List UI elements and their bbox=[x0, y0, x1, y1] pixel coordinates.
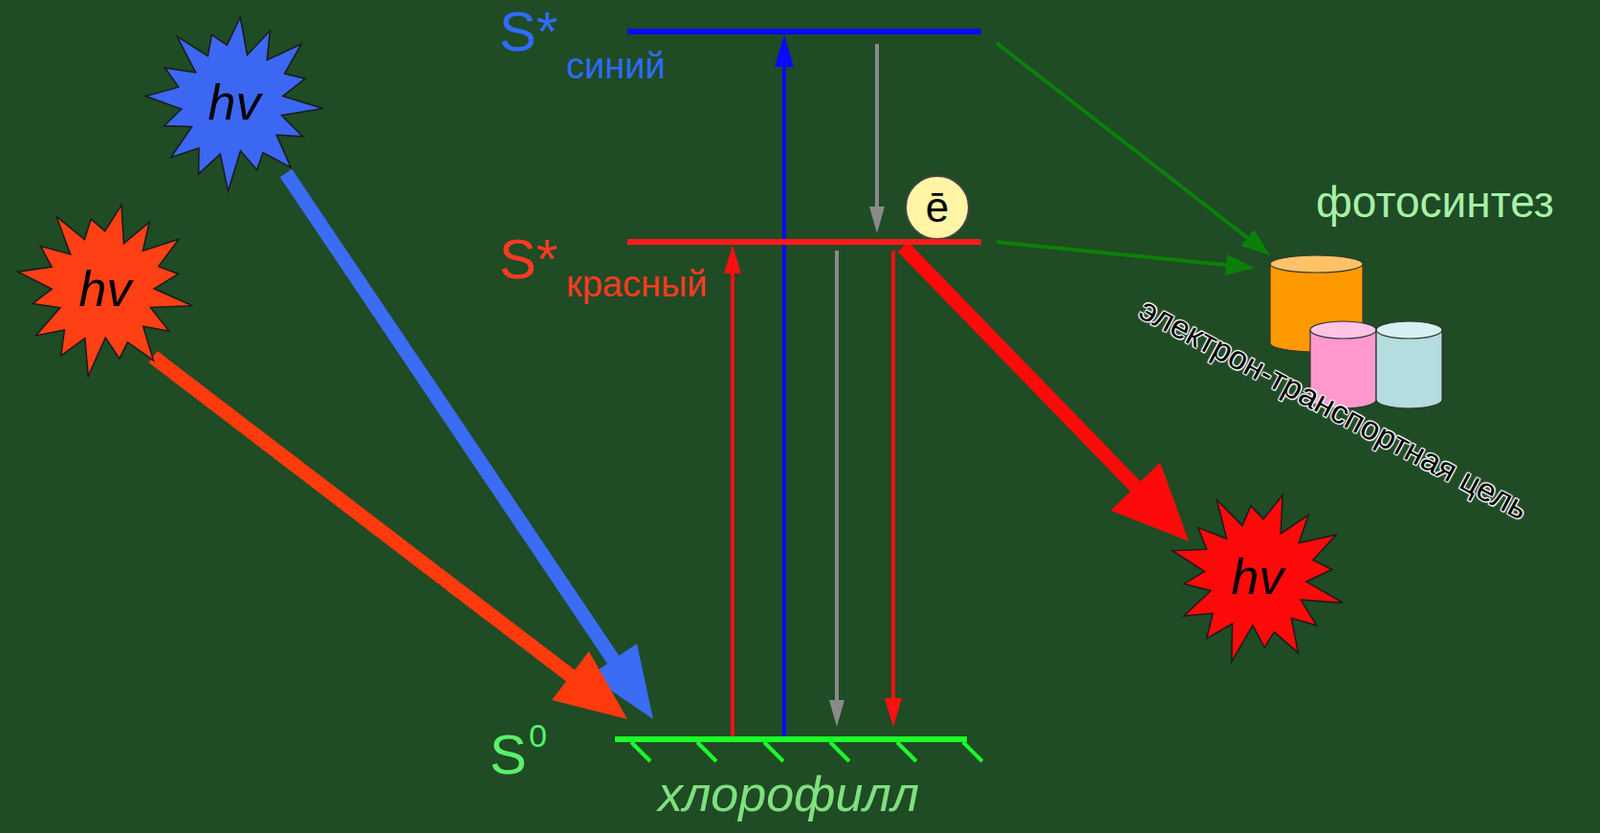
level-symbol: S* bbox=[499, 231, 558, 287]
electron-transport-chain: фотосинтезэлектрон-транспортная цель bbox=[1052, 172, 1598, 555]
arrow-shaft bbox=[891, 250, 896, 703]
ground-level: S0 хлорофилл bbox=[468, 669, 986, 833]
level-symbol: S* bbox=[499, 3, 558, 60]
energy-level-line bbox=[627, 239, 982, 245]
relaxation-arrow bbox=[869, 43, 885, 234]
energy-transfer-arrow bbox=[996, 43, 1271, 256]
pigment-label: хлорофилл bbox=[657, 768, 920, 819]
hatch-mark bbox=[631, 742, 651, 762]
arrow-head bbox=[774, 34, 794, 67]
fluorescence-arrow bbox=[884, 250, 902, 727]
hatch-mark bbox=[963, 742, 983, 762]
cylinder-top bbox=[1310, 321, 1377, 339]
arrow-shaft bbox=[875, 43, 879, 211]
hatch-mark bbox=[897, 742, 917, 762]
emitted-photon-burst: hv bbox=[1165, 484, 1350, 669]
hatch-mark bbox=[697, 742, 717, 762]
arrow-shaft bbox=[834, 250, 839, 704]
starburst-outline bbox=[18, 204, 194, 376]
level-subscript: синий bbox=[566, 47, 666, 85]
level-superscript: 0 bbox=[528, 719, 548, 752]
excited-level-red: S*красный bbox=[478, 210, 986, 316]
cylinder-top bbox=[1376, 321, 1443, 339]
electron-symbol: ē bbox=[925, 186, 949, 229]
arrow-head bbox=[723, 244, 742, 274]
energy-level-line bbox=[627, 28, 982, 35]
energy-level-line bbox=[614, 736, 967, 743]
absorption-arrow bbox=[285, 173, 654, 720]
cylinder-side bbox=[1375, 329, 1377, 400]
excitation-arrow bbox=[774, 34, 794, 737]
arrow-shaft bbox=[996, 241, 1231, 265]
electron-circle: ē bbox=[904, 175, 970, 241]
heat-loss-arrow bbox=[829, 250, 845, 727]
excitation-arrow bbox=[723, 244, 742, 737]
arrow-head bbox=[829, 700, 845, 727]
arrow-head bbox=[1225, 254, 1255, 276]
cylinder-top bbox=[1270, 255, 1363, 273]
excited-level-blue: S*синий bbox=[478, 0, 986, 96]
hatch-mark bbox=[764, 742, 784, 762]
absorption-arrow bbox=[153, 356, 628, 720]
level-subscript: красный bbox=[566, 265, 707, 303]
process-title: фотосинтез bbox=[1315, 179, 1555, 224]
photon-burst: hv bbox=[142, 10, 327, 195]
cylinder-side bbox=[1269, 263, 1271, 344]
arrow-head bbox=[1110, 462, 1189, 542]
arrow-shaft bbox=[153, 356, 579, 682]
photon-label: hv bbox=[79, 263, 132, 314]
photon-label: hv bbox=[208, 77, 262, 128]
photon-label: hv bbox=[1231, 551, 1285, 602]
cylinder-body bbox=[1376, 329, 1443, 400]
energy-transfer-arrow bbox=[996, 241, 1255, 276]
starburst-outline bbox=[145, 17, 324, 192]
arrow-head bbox=[884, 698, 902, 727]
arrow-head bbox=[551, 651, 628, 720]
arrow-shaft bbox=[996, 43, 1251, 241]
cylinder-side bbox=[1441, 329, 1443, 400]
arrow-shaft bbox=[902, 246, 1144, 495]
photon-burst: hv bbox=[13, 197, 198, 381]
starburst-outline bbox=[1172, 495, 1343, 662]
level-symbol: S bbox=[489, 726, 527, 783]
emission-arrow bbox=[902, 246, 1189, 542]
cylinder-side bbox=[1375, 329, 1377, 400]
arrow-head bbox=[1241, 229, 1271, 256]
arrow-shaft bbox=[782, 62, 787, 737]
hatch-mark bbox=[830, 742, 850, 762]
arrow-head bbox=[869, 206, 885, 234]
arrow-shaft bbox=[730, 269, 735, 738]
